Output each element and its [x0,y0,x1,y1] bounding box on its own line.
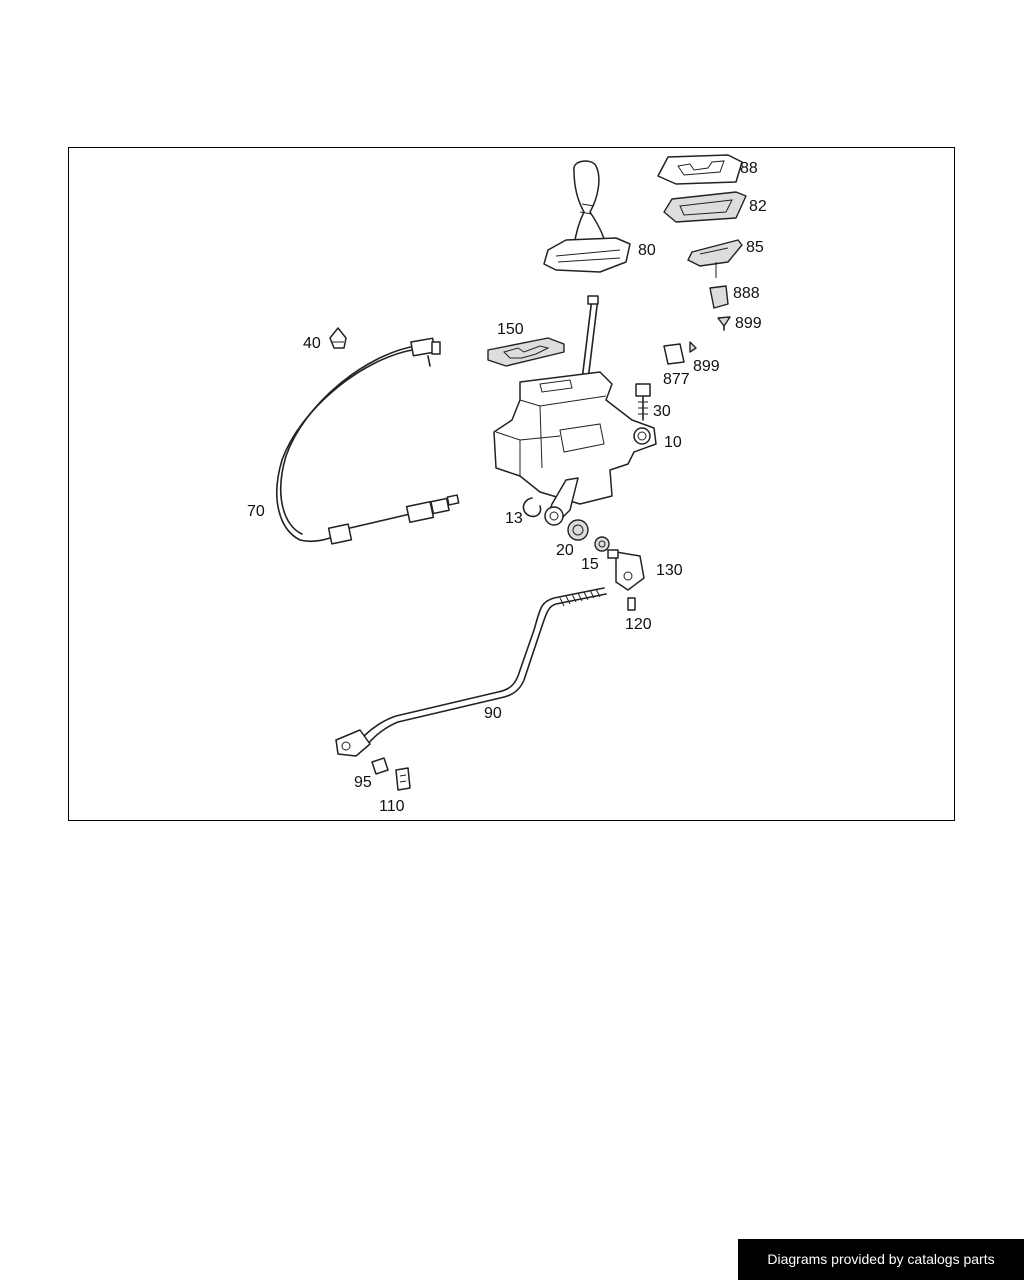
callout-877: 877 [663,371,690,388]
callout-85: 85 [746,239,764,256]
part-130-joint[interactable] [607,549,645,591]
part-88-cover[interactable] [657,154,743,185]
part-150-plate[interactable] [487,337,565,367]
callout-70: 70 [247,503,265,520]
callout-20: 20 [556,542,574,559]
part-40-clip[interactable] [329,327,347,349]
part-80-shift-knob[interactable] [543,160,631,273]
part-13-circlip[interactable] [522,497,542,518]
callout-15: 15 [581,556,599,573]
part-877-cap[interactable] [663,343,685,365]
callout-13: 13 [505,510,523,527]
diagram-frame [68,147,955,821]
callout-88: 88 [740,160,758,177]
callout-90: 90 [484,705,502,722]
part-82-frame[interactable] [663,191,747,223]
part-85-insert[interactable] [687,239,743,278]
part-110-clip[interactable] [395,767,411,791]
part-10-shift-housing[interactable] [493,295,657,526]
callout-82: 82 [749,198,767,215]
part-90-shift-rod[interactable] [335,587,607,757]
part-30-bolt[interactable] [635,383,651,421]
callout-30: 30 [653,403,671,420]
part-120-sleeve[interactable] [627,597,636,611]
part-70-cable[interactable] [276,337,460,545]
footer-credit: Diagrams provided by catalogs parts [738,1239,1024,1280]
part-20-bushing[interactable] [567,519,589,541]
part-899-pin-upper[interactable] [717,316,731,331]
part-888-clip[interactable] [709,285,729,309]
callout-150: 150 [497,321,524,338]
part-899-pin-lower[interactable] [689,341,697,353]
callout-899-upper: 899 [735,315,762,332]
callout-110: 110 [379,798,405,815]
callout-10: 10 [664,434,682,451]
callout-888: 888 [733,285,760,302]
callout-130: 130 [656,562,683,579]
callout-120: 120 [625,616,652,633]
part-95-bushing[interactable] [371,757,389,775]
callout-40: 40 [303,335,321,352]
part-15-bushing[interactable] [594,536,610,552]
callout-899-lower: 899 [693,358,720,375]
callout-95: 95 [354,774,372,791]
callout-80: 80 [638,242,656,259]
